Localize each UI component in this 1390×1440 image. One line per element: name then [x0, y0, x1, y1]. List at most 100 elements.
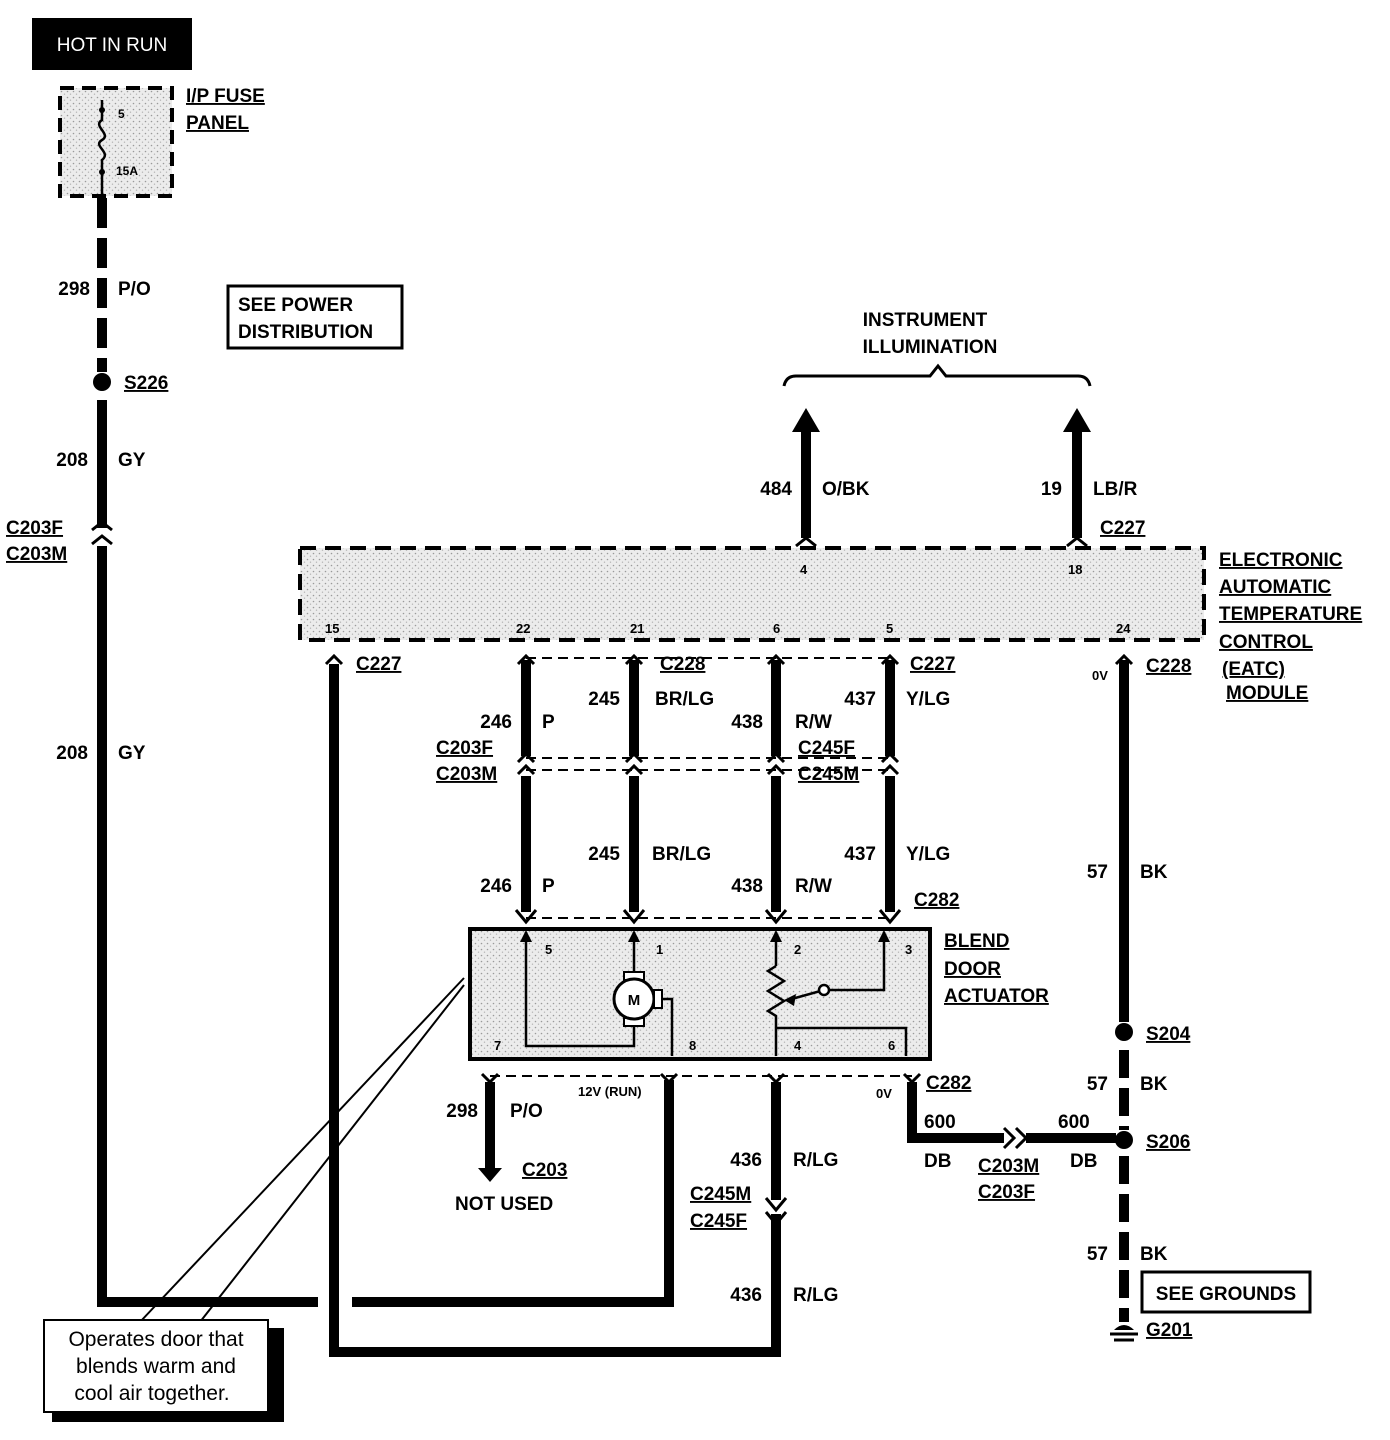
svg-text:21: 21 — [630, 621, 644, 636]
connector-c203m-c: C203M — [978, 1156, 1039, 1177]
connector-c228-b: C228 — [1146, 656, 1191, 677]
connector-c203m-a: C203M — [6, 544, 67, 565]
eatc-module-label: ELECTRONIC AUTOMATIC TEMPERATURE CONTROL… — [1219, 550, 1362, 704]
svg-text:SEE GROUNDS: SEE GROUNDS — [1156, 1284, 1296, 1305]
wire-208-color-a: GY — [118, 450, 146, 471]
svg-text:3: 3 — [905, 942, 912, 957]
wire-246-color-a: P — [542, 712, 555, 733]
blend-door-actuator-label: BLEND DOOR ACTUATOR — [944, 931, 1049, 1007]
wire-208-number-b: 208 — [56, 743, 88, 764]
wire-484-number: 484 — [760, 479, 792, 500]
connector-c245f-a: C245F — [798, 738, 855, 759]
upper-harness — [516, 653, 900, 756]
wire-298-number-b: 298 — [446, 1101, 478, 1122]
wire-245-color-b: BR/LG — [652, 844, 711, 865]
wire-438-number-b: 438 — [731, 876, 763, 897]
svg-text:5: 5 — [886, 621, 893, 636]
splice-s226 — [93, 373, 111, 391]
ground-icon — [1110, 1325, 1138, 1342]
wire-208-number-a: 208 — [56, 450, 88, 471]
bottom-c282 — [480, 1072, 922, 1085]
wire-298-number: 298 — [58, 279, 90, 300]
splice-s204-label: S204 — [1146, 1024, 1191, 1045]
svg-text:6: 6 — [888, 1038, 895, 1053]
connector-c282-bottom: C282 — [926, 1073, 971, 1094]
svg-text:blends warm and: blends warm and — [76, 1355, 236, 1378]
connector-c203f-b: C203F — [436, 738, 493, 759]
ip-fuse-panel: 5 15A — [58, 86, 174, 198]
wire-246-color-b: P — [542, 876, 555, 897]
connector-c228-a: C228 — [660, 654, 705, 675]
svg-text:HOT IN RUN: HOT IN RUN — [57, 35, 167, 56]
fuse-rating: 15A — [116, 164, 138, 178]
wire-436-color-a: R/LG — [793, 1150, 838, 1171]
illumination-brace — [782, 363, 1092, 387]
not-used-label: NOT USED — [455, 1194, 553, 1215]
svg-text:7: 7 — [494, 1038, 501, 1053]
fuse-panel-label-2: PANEL — [186, 113, 249, 134]
connector-c203f-c: C203F — [978, 1182, 1035, 1203]
wire-246-number-b: 246 — [480, 876, 512, 897]
svg-text:M: M — [628, 992, 641, 1009]
ground-g201-label: G201 — [1146, 1320, 1193, 1341]
callout-leaders — [139, 977, 465, 1323]
svg-text:6: 6 — [773, 621, 780, 636]
wire-57-number-c: 57 — [1087, 1244, 1108, 1265]
svg-text:8: 8 — [689, 1038, 696, 1053]
wire-246-number-a: 246 — [480, 712, 512, 733]
motor-icon: M — [612, 971, 663, 1027]
wire-437-color-b: Y/LG — [906, 844, 950, 865]
wire-436-number-a: 436 — [730, 1150, 762, 1171]
wire-57-color-a: BK — [1140, 862, 1168, 883]
connector-c203: C203 — [522, 1160, 567, 1181]
wire-19-color: LB/R — [1093, 479, 1138, 500]
connector-c282-top: C282 — [914, 890, 959, 911]
svg-text:CONTROL: CONTROL — [1219, 632, 1313, 653]
wire-pin15-loop — [329, 664, 781, 1357]
wire-437-number-b: 437 — [844, 844, 876, 865]
eatc-module — [298, 546, 1206, 642]
see-grounds-box: SEE GROUNDS — [1140, 1270, 1312, 1314]
svg-text:ELECTRONIC: ELECTRONIC — [1219, 550, 1343, 571]
voltage-0v-c228: 0V — [1092, 668, 1108, 683]
splice-s206-label: S206 — [1146, 1132, 1190, 1153]
splice-s206 — [1115, 1131, 1133, 1149]
see-power-distribution-box: SEE POWER DISTRIBUTION — [226, 284, 404, 350]
lower-harness — [514, 776, 902, 925]
svg-text:15: 15 — [325, 621, 339, 636]
wire-245-color-a: BR/LG — [655, 689, 714, 710]
wire-436-color-b: R/LG — [793, 1285, 838, 1306]
wire-438-number-a: 438 — [731, 712, 763, 733]
svg-text:DOOR: DOOR — [944, 959, 1001, 980]
connector-c245m-a: C245M — [798, 764, 859, 785]
svg-text:22: 22 — [516, 621, 530, 636]
svg-text:ACTUATOR: ACTUATOR — [944, 986, 1049, 1007]
svg-text:MODULE: MODULE — [1226, 683, 1308, 704]
connector-c245f-b: C245F — [690, 1211, 747, 1232]
svg-text:24: 24 — [1116, 621, 1131, 636]
svg-text:BLEND: BLEND — [944, 931, 1009, 952]
wire-298-color-b: P/O — [510, 1101, 543, 1122]
svg-text:(EATC): (EATC) — [1222, 659, 1285, 680]
svg-text:4: 4 — [800, 562, 808, 577]
wire-600-color-b: DB — [1070, 1151, 1097, 1172]
hot-in-run-label: HOT IN RUN — [32, 18, 192, 70]
svg-text:DISTRIBUTION: DISTRIBUTION — [238, 322, 373, 343]
instrument-illumination-label-2: ILLUMINATION — [863, 337, 998, 358]
eatc-pin-labels: 4 18 15 22 21 6 5 24 — [325, 562, 1131, 636]
wire-57-color-c: BK — [1140, 1244, 1168, 1265]
connector-c203f-a: C203F — [6, 518, 63, 539]
wire-57-number-b: 57 — [1087, 1074, 1108, 1095]
voltage-0v-c282: 0V — [876, 1086, 892, 1101]
wire-600-left — [907, 1082, 1004, 1143]
wire-600-number-b: 600 — [1058, 1112, 1090, 1133]
wire-57-number-a: 57 — [1087, 862, 1108, 883]
connector-c245m-b: C245M — [690, 1184, 751, 1205]
fuse-panel-label-1: I/P FUSE — [186, 86, 265, 107]
wire-438-color-a: R/W — [795, 712, 832, 733]
wire-484-color: O/BK — [822, 479, 870, 500]
instrument-illumination-label-1: INSTRUMENT — [863, 310, 988, 331]
wire-600-number-a: 600 — [924, 1112, 956, 1133]
svg-text:5: 5 — [545, 942, 552, 957]
mid-connectors — [516, 751, 900, 776]
